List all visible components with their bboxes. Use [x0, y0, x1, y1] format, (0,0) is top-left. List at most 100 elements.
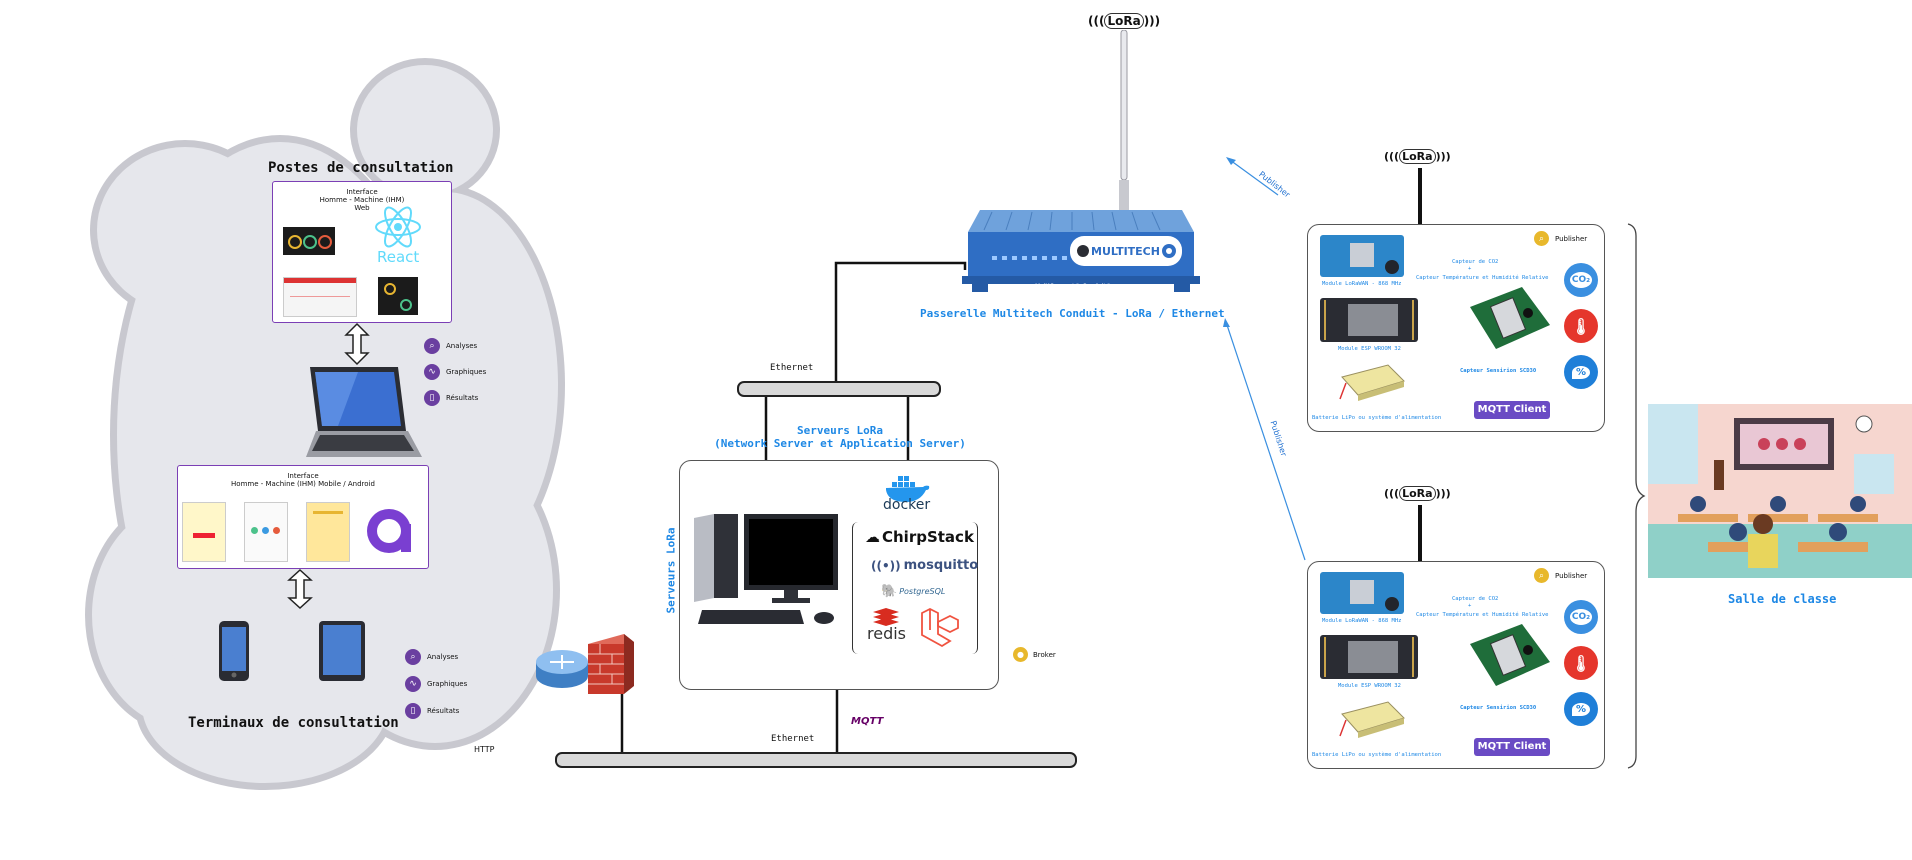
- capteur-plus: +: [1468, 266, 1472, 272]
- classroom-illustration: [1648, 404, 1912, 578]
- capteur-name-label: Capteur Sensirion SCD30: [1460, 368, 1537, 374]
- mobile-ihm-line2: Homme - Machine (IHM) Mobile / Android: [231, 480, 375, 488]
- desktop-computer-icon: [694, 514, 838, 624]
- lora-signal-icon-right: ))): [1435, 150, 1451, 163]
- web-ihm-box: Interface Homme - Machine (IHM) Web Reac…: [272, 181, 452, 323]
- laptop-icon: [306, 367, 422, 457]
- lora-signal-icon-right: ))): [1435, 487, 1451, 500]
- badge-analyses-label: Analyses: [446, 342, 478, 350]
- node-2-antenna: [1418, 505, 1422, 587]
- battery-icon: [1339, 364, 1405, 401]
- thermometer-icon: 🌡: [1564, 309, 1598, 343]
- postgresql-logo: 🐘 PostgreSQL: [881, 584, 945, 599]
- publisher-icon: ⌕: [1534, 568, 1549, 583]
- thermometer-icon: 🌡: [1564, 646, 1598, 680]
- http-label: HTTP: [474, 745, 495, 754]
- servers-side-label: Serveurs LoRa: [664, 527, 678, 614]
- scd30-sensor-board-icon: [1470, 624, 1550, 686]
- node-1-antenna: [1418, 168, 1422, 250]
- android-app-icon: [367, 509, 411, 553]
- node-2-lora-logo: (((LoRa))): [1384, 486, 1451, 501]
- lora-signal-icon: (((: [1384, 487, 1400, 500]
- terminaux-title: Terminaux de consultation: [188, 715, 399, 731]
- mqtt-client-button[interactable]: MQTT Client: [1474, 401, 1550, 419]
- mobile-ihm-line1: Interface: [287, 472, 319, 480]
- node-1-lora-text: LoRa: [1399, 149, 1436, 164]
- postgresql-label: PostgreSQL: [899, 587, 946, 596]
- react-label: React: [377, 248, 420, 266]
- co2-sensor-text: CO₂: [1569, 609, 1593, 625]
- elephant-icon: 🐘: [881, 584, 898, 599]
- badge-resultats-2: ▯ Résultats: [405, 697, 467, 724]
- publisher-badge: ⌕ Publisher: [1534, 568, 1587, 583]
- broker-icon: ●: [1013, 647, 1028, 662]
- mqtt-client-button[interactable]: MQTT Client: [1474, 738, 1550, 756]
- lorawan-module-icon: [1320, 235, 1404, 277]
- react-logo-icon: [375, 206, 421, 248]
- gateway-caption: Passerelle Multitech Conduit - LoRa / Et…: [920, 307, 1225, 320]
- gateway-antenna: [1119, 30, 1129, 216]
- esp32-module-icon: [1320, 298, 1418, 342]
- scd30-sensor-board-icon: [1470, 287, 1550, 349]
- graph-icon: ∿: [424, 364, 440, 380]
- analyses-icon: ⌕: [424, 338, 440, 354]
- node-1-lora-logo: (((LoRa))): [1384, 149, 1451, 164]
- publisher-badge: ⌕ Publisher: [1534, 231, 1587, 246]
- badge-graphiques-label-2: Graphiques: [427, 679, 468, 688]
- battery-label: Batterie LiPo ou système d'alimentation: [1312, 415, 1442, 421]
- badge-graphiques-2: ∿ Graphiques: [405, 670, 467, 697]
- double-arrow-icon-2: [287, 568, 313, 610]
- cloud-outline-icon: ☁: [865, 528, 880, 546]
- gateway-lora-logo: (((LoRa))): [1088, 13, 1161, 29]
- tablet-icon: [319, 621, 365, 681]
- chirpstack-label: ChirpStack: [882, 528, 974, 546]
- laptop-badges: ⌕ Analyses ∿ Graphiques ▯ Résultats: [424, 333, 486, 411]
- mobile-screen-3: [306, 502, 350, 562]
- module-lorawan-label: Module LoRaWAN - 868 MHz: [1322, 281, 1402, 287]
- humidity-icon: %: [1564, 355, 1598, 389]
- mosquitto-logo: ((•)) mosquitto: [871, 558, 978, 573]
- badge-graphiques-label: Graphiques: [446, 368, 487, 376]
- broker-badge: ● Broker: [1013, 647, 1056, 662]
- badge-analyses: ⌕ Analyses: [424, 333, 486, 359]
- publisher-label: Publisher: [1555, 234, 1588, 243]
- ethernet-bus-bottom: [555, 752, 1077, 768]
- web-ihm-line2: Homme - Machine (IHM): [319, 196, 405, 204]
- software-stack-box: ☁ ChirpStack ((•)) mosquitto 🐘 PostgreSQ…: [852, 522, 978, 654]
- firewall-icon: [588, 634, 634, 694]
- badge-resultats-label: Résultats: [446, 394, 479, 402]
- redis-logo-icon: [873, 608, 899, 626]
- mobile-ihm-box: Interface Homme - Machine (IHM) Mobile /…: [177, 465, 429, 569]
- gauge-screenshot: [378, 277, 418, 315]
- mqtt-logo: MQTT: [851, 716, 884, 727]
- consultation-cloud: [85, 58, 565, 790]
- capteur-temp-label: Capteur Température et Humidité Relative: [1416, 275, 1549, 281]
- lora-signal-icon-right: ))): [1143, 14, 1161, 28]
- humidity-icon: %: [1564, 692, 1598, 726]
- lora-signal-icon: (((: [1088, 14, 1105, 28]
- module-lorawan-label: Module LoRaWAN - 868 MHz: [1322, 618, 1402, 624]
- capteur-co2-label: Capteur de CO2: [1452, 596, 1499, 602]
- document-icon: ▯: [424, 390, 440, 406]
- double-arrow-icon: [344, 322, 370, 366]
- badge-graphiques: ∿ Graphiques: [424, 359, 486, 385]
- ethernet-bus-top: [737, 381, 941, 397]
- badge-resultats: ▯ Résultats: [424, 385, 486, 411]
- esp32-module-icon: [1320, 635, 1418, 679]
- graph-icon: ∿: [405, 675, 421, 692]
- publisher-icon: ⌕: [1534, 231, 1549, 246]
- humidity-text: %: [1571, 365, 1591, 379]
- document-icon: ▯: [405, 702, 421, 719]
- web-ihm-line3: Web: [354, 204, 370, 212]
- dashboard-screenshot: [283, 227, 335, 255]
- ethernet-bottom-label: Ethernet: [771, 734, 815, 744]
- lora-signal-icon: (((: [1384, 150, 1400, 163]
- battery-label: Batterie LiPo ou système d'alimentation: [1312, 752, 1442, 758]
- multitech-gateway-device: [962, 210, 1200, 292]
- mobile-screen-1: [182, 502, 226, 562]
- router-icon: [536, 650, 588, 688]
- laravel-logo-icon: [921, 608, 959, 648]
- sensor-node-1: Module LoRaWAN - 868 MHz Module ESP WROO…: [1307, 224, 1605, 432]
- docker-label: docker: [883, 497, 931, 513]
- broker-label: Broker: [1033, 650, 1056, 659]
